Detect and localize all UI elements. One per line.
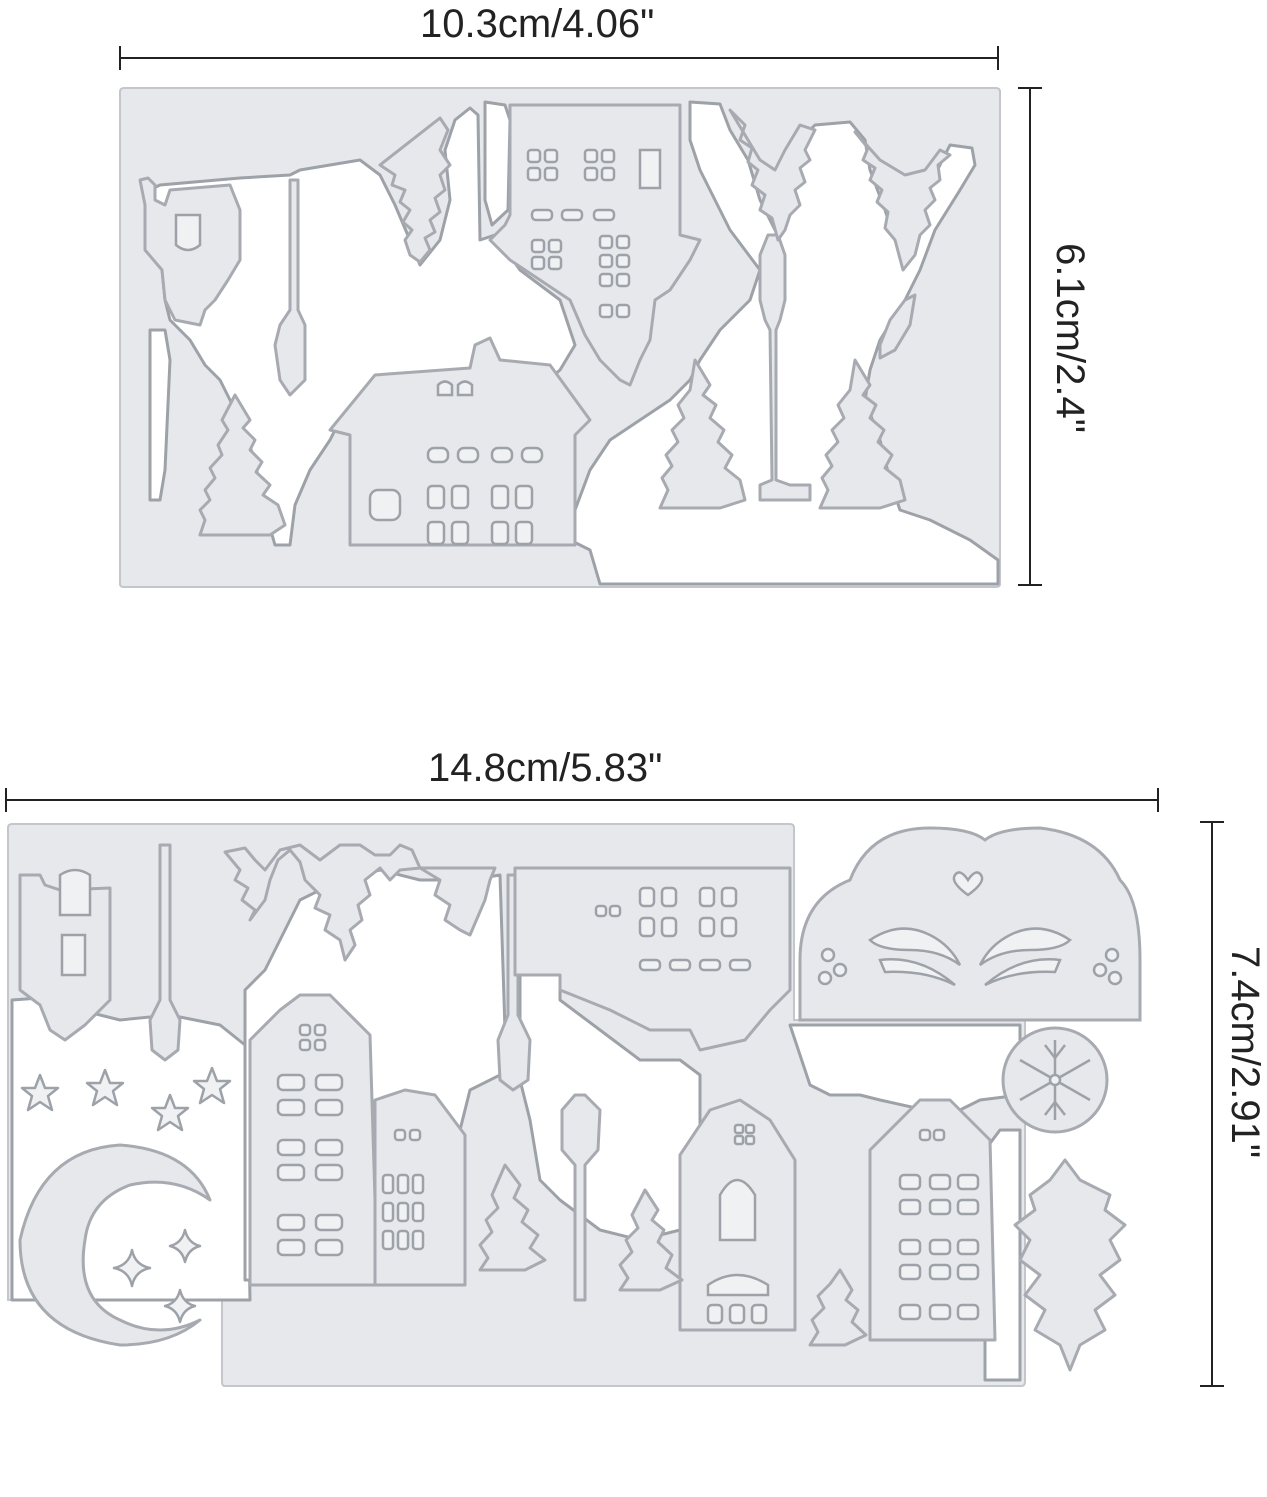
large-die-height-dimension bbox=[1200, 821, 1224, 1387]
small-tree-2 bbox=[728, 108, 817, 242]
heart-cutout bbox=[952, 871, 984, 897]
small-tree-4 bbox=[198, 393, 287, 537]
small-die-height-dimension bbox=[1018, 87, 1042, 586]
star-4 bbox=[192, 1066, 232, 1105]
sparkle-3 bbox=[163, 1288, 197, 1324]
small-tree-6 bbox=[818, 358, 907, 510]
large-die-width-dimension bbox=[5, 788, 1159, 812]
snowflake-icon bbox=[1019, 1040, 1091, 1120]
sparkle-2 bbox=[168, 1228, 202, 1264]
small-tree-1 bbox=[378, 116, 452, 264]
sparkle-1 bbox=[112, 1248, 152, 1288]
small-tree-5 bbox=[658, 358, 747, 510]
small-die-width-dimension bbox=[119, 46, 999, 70]
small-die bbox=[119, 87, 1001, 588]
star-2 bbox=[85, 1068, 125, 1107]
star-1 bbox=[20, 1073, 60, 1112]
star-3 bbox=[150, 1093, 190, 1132]
small-tree-3 bbox=[853, 130, 952, 272]
small-die-width-label: 10.3cm/4.06" bbox=[420, 2, 655, 46]
large-die-width-label: 14.8cm/5.83" bbox=[428, 746, 663, 790]
large-die bbox=[7, 823, 1142, 1387]
